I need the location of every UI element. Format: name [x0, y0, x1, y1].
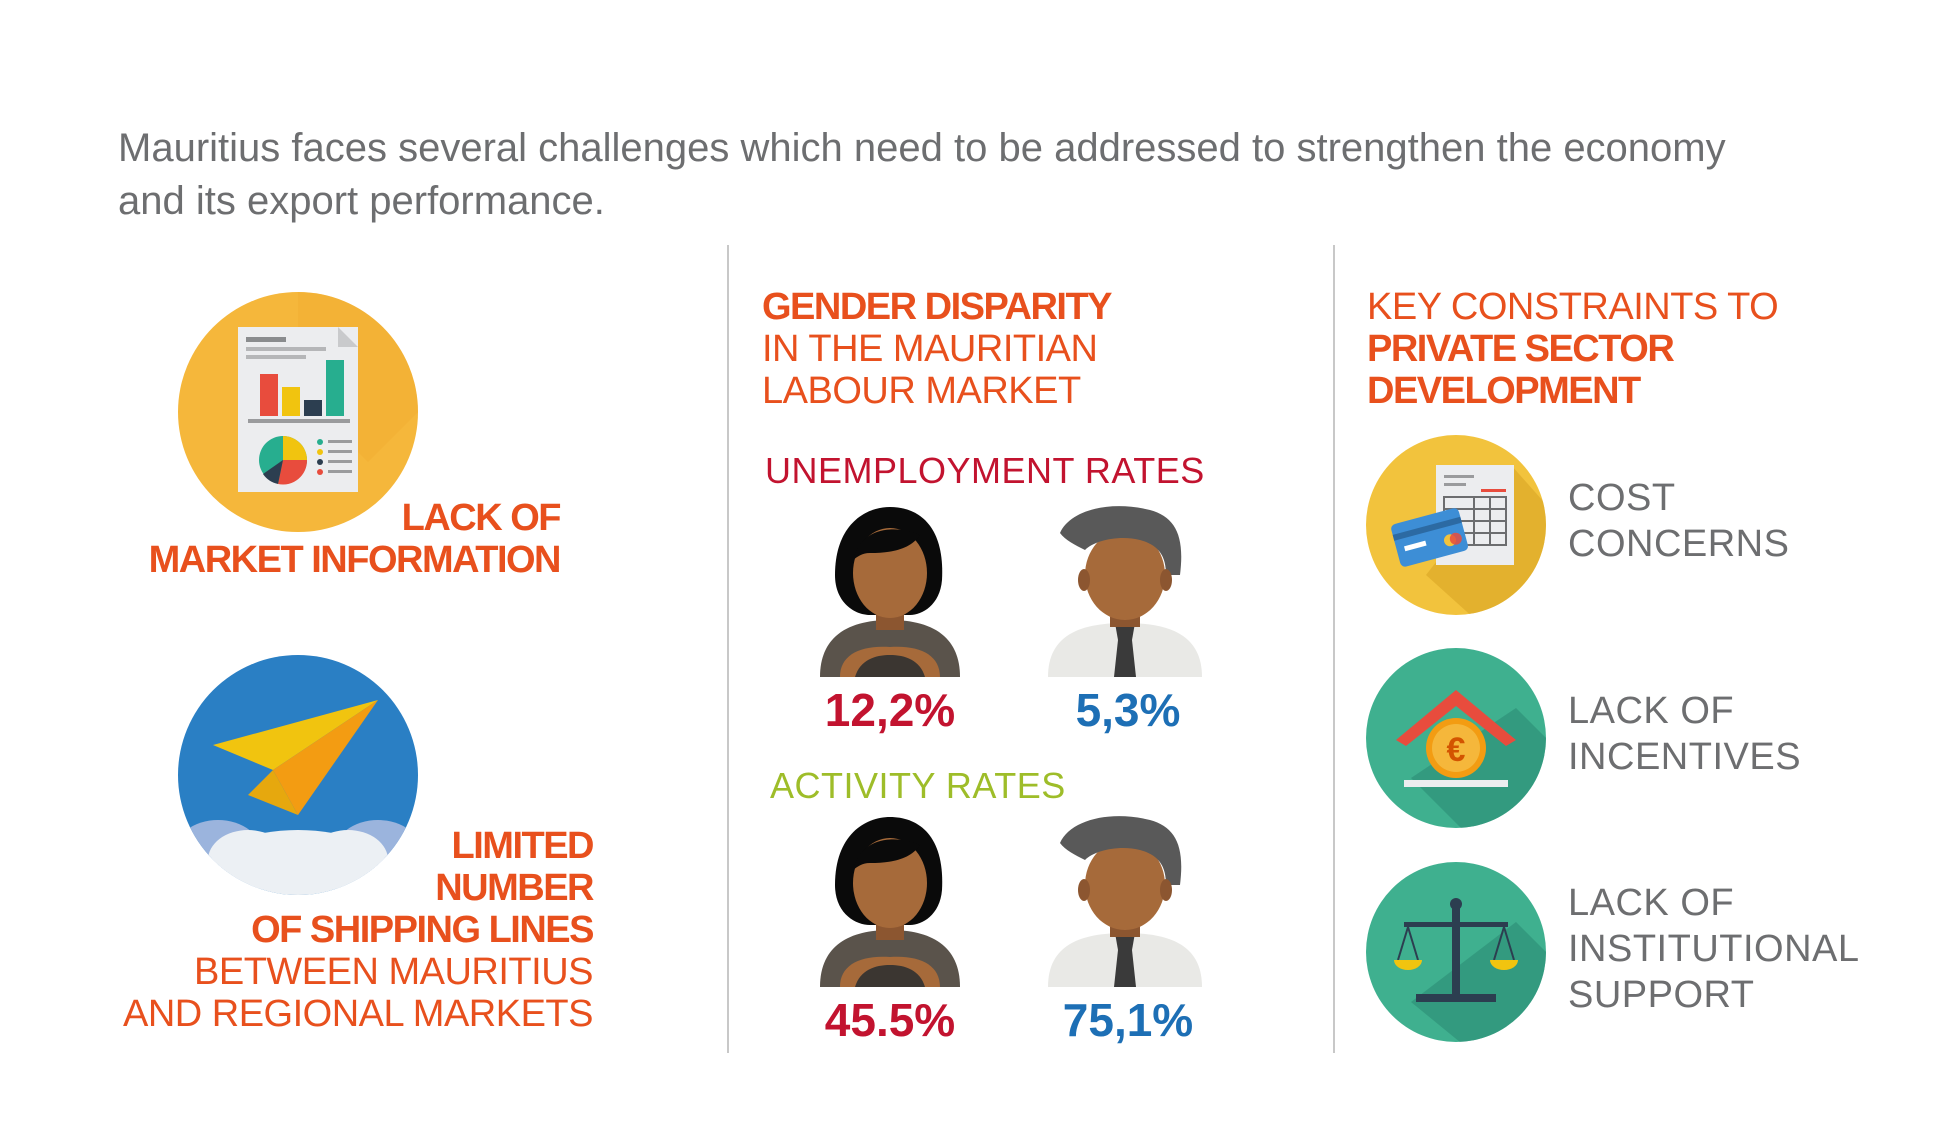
woman-icon: [810, 505, 970, 677]
constraints-title-line-1: KEY CONSTRAINTS TO: [1367, 286, 1779, 328]
invoice-card-icon: [1366, 435, 1546, 615]
incentives-line-1: LACK OF: [1568, 690, 1735, 732]
activity-women-value: 45.5%: [824, 994, 956, 1046]
shipping-line-2: NUMBER: [435, 867, 594, 909]
institutional-line-3: SUPPORT: [1568, 974, 1755, 1016]
gender-title-line-1: GENDER DISPARITY: [762, 286, 1113, 328]
gender-disparity-title: GENDER DISPARITY IN THE MAURITIAN LABOUR…: [762, 286, 1113, 412]
shipping-line-5: AND REGIONAL MARKETS: [122, 993, 594, 1035]
constraints-title-line-2: PRIVATE SECTOR: [1367, 328, 1675, 370]
shipping-lines-label: LIMITED NUMBER OF SHIPPING LINES BETWEEN…: [118, 825, 595, 1035]
cost-line-1: COST: [1568, 477, 1676, 519]
report-document-icon: [178, 292, 418, 532]
market-info-label: LACK OF MARKET INFORMATION: [118, 497, 562, 581]
institutional-line-2: INSTITUTIONAL: [1568, 928, 1860, 970]
gender-title-line-3: LABOUR MARKET: [762, 370, 1081, 412]
institutional-line-1: LACK OF: [1568, 882, 1735, 924]
institutional-support-label: LACK OF INSTITUTIONAL SUPPORT: [1568, 880, 1860, 1018]
shipping-line-4: BETWEEN MAURITIUS: [194, 951, 593, 993]
unemployment-men-value: 5,3%: [1075, 684, 1181, 736]
paper-plane-icon: [178, 655, 418, 895]
cost-concerns-label: COST CONCERNS: [1568, 475, 1789, 567]
man-icon: [1040, 505, 1210, 677]
market-line-1: LACK OF: [401, 497, 562, 539]
intro-text: Mauritius faces several challenges which…: [118, 122, 1878, 228]
shipping-line-1: LIMITED: [451, 825, 595, 867]
balance-scale-icon: [1366, 862, 1546, 1042]
column-divider-right: [1333, 245, 1335, 1053]
column-divider-left: [727, 245, 729, 1053]
market-line-2: MARKET INFORMATION: [148, 539, 562, 581]
shipping-line-3: OF SHIPPING LINES: [251, 909, 594, 951]
incentives-label: LACK OF INCENTIVES: [1568, 688, 1801, 780]
gender-title-line-2: IN THE MAURITIAN: [762, 328, 1098, 370]
woman-icon: [810, 815, 970, 987]
unemployment-rates-label: UNEMPLOYMENT RATES: [765, 450, 1205, 491]
cost-line-2: CONCERNS: [1568, 523, 1790, 565]
euro-house-icon: €: [1366, 648, 1546, 828]
intro-line-1: Mauritius faces several challenges which…: [118, 126, 1726, 170]
unemployment-women-value: 12,2%: [824, 684, 956, 736]
constraints-title-line-3: DEVELOPMENT: [1367, 370, 1641, 412]
svg-text:€: €: [1447, 731, 1466, 769]
activity-rates-label: ACTIVITY RATES: [770, 765, 1066, 806]
incentives-line-2: INCENTIVES: [1568, 736, 1802, 778]
key-constraints-title: KEY CONSTRAINTS TO PRIVATE SECTOR DEVELO…: [1367, 286, 1779, 412]
intro-line-2: and its export performance.: [118, 179, 605, 223]
man-icon: [1040, 815, 1210, 987]
activity-men-value: 75,1%: [1062, 994, 1194, 1046]
